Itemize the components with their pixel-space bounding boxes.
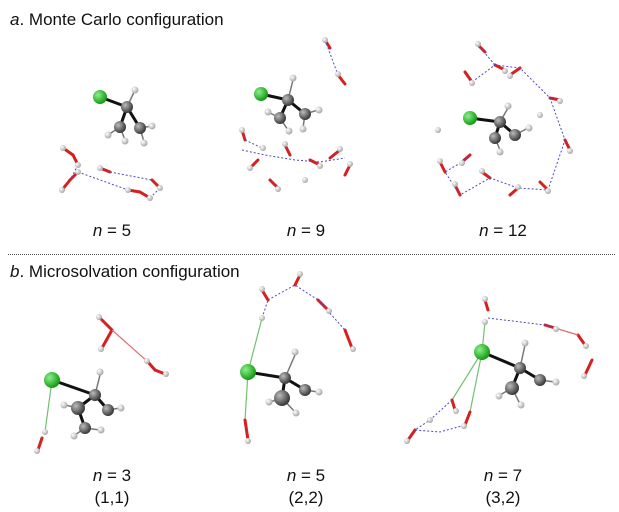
- molecule-b3: [404, 296, 594, 444]
- section-b-letter: b: [10, 262, 20, 281]
- panel-a2-label: n = 9: [286, 221, 326, 240]
- panel-b1-label: n = 3: [92, 466, 132, 485]
- panel-b1-sublabel: (1,1): [94, 488, 130, 507]
- panel-a1-label: n = 5: [92, 221, 132, 240]
- section-b-title: . Microsolvation configuration: [19, 262, 240, 281]
- section-a-letter: a: [10, 10, 20, 29]
- panel-a3-label: n = 12: [479, 221, 527, 240]
- panel-b2-label: n = 5: [286, 466, 326, 485]
- molecule-a3: [435, 41, 573, 197]
- molecule-b1: [34, 314, 169, 454]
- section-b-heading: b. Microsolvation configuration: [10, 262, 240, 282]
- section-a-title: . Monte Carlo configuration: [19, 10, 224, 29]
- molecule-b2: [240, 271, 356, 444]
- panel-b2-sublabel: (2,2): [288, 488, 324, 507]
- panel-b3-label: n = 7: [483, 466, 523, 485]
- molecule-a1: [59, 86, 163, 201]
- molecule-a2: [239, 37, 353, 192]
- section-divider: [8, 254, 615, 255]
- panel-b3-sublabel: (3,2): [485, 488, 521, 507]
- section-a-heading: a. Monte Carlo configuration: [10, 10, 224, 30]
